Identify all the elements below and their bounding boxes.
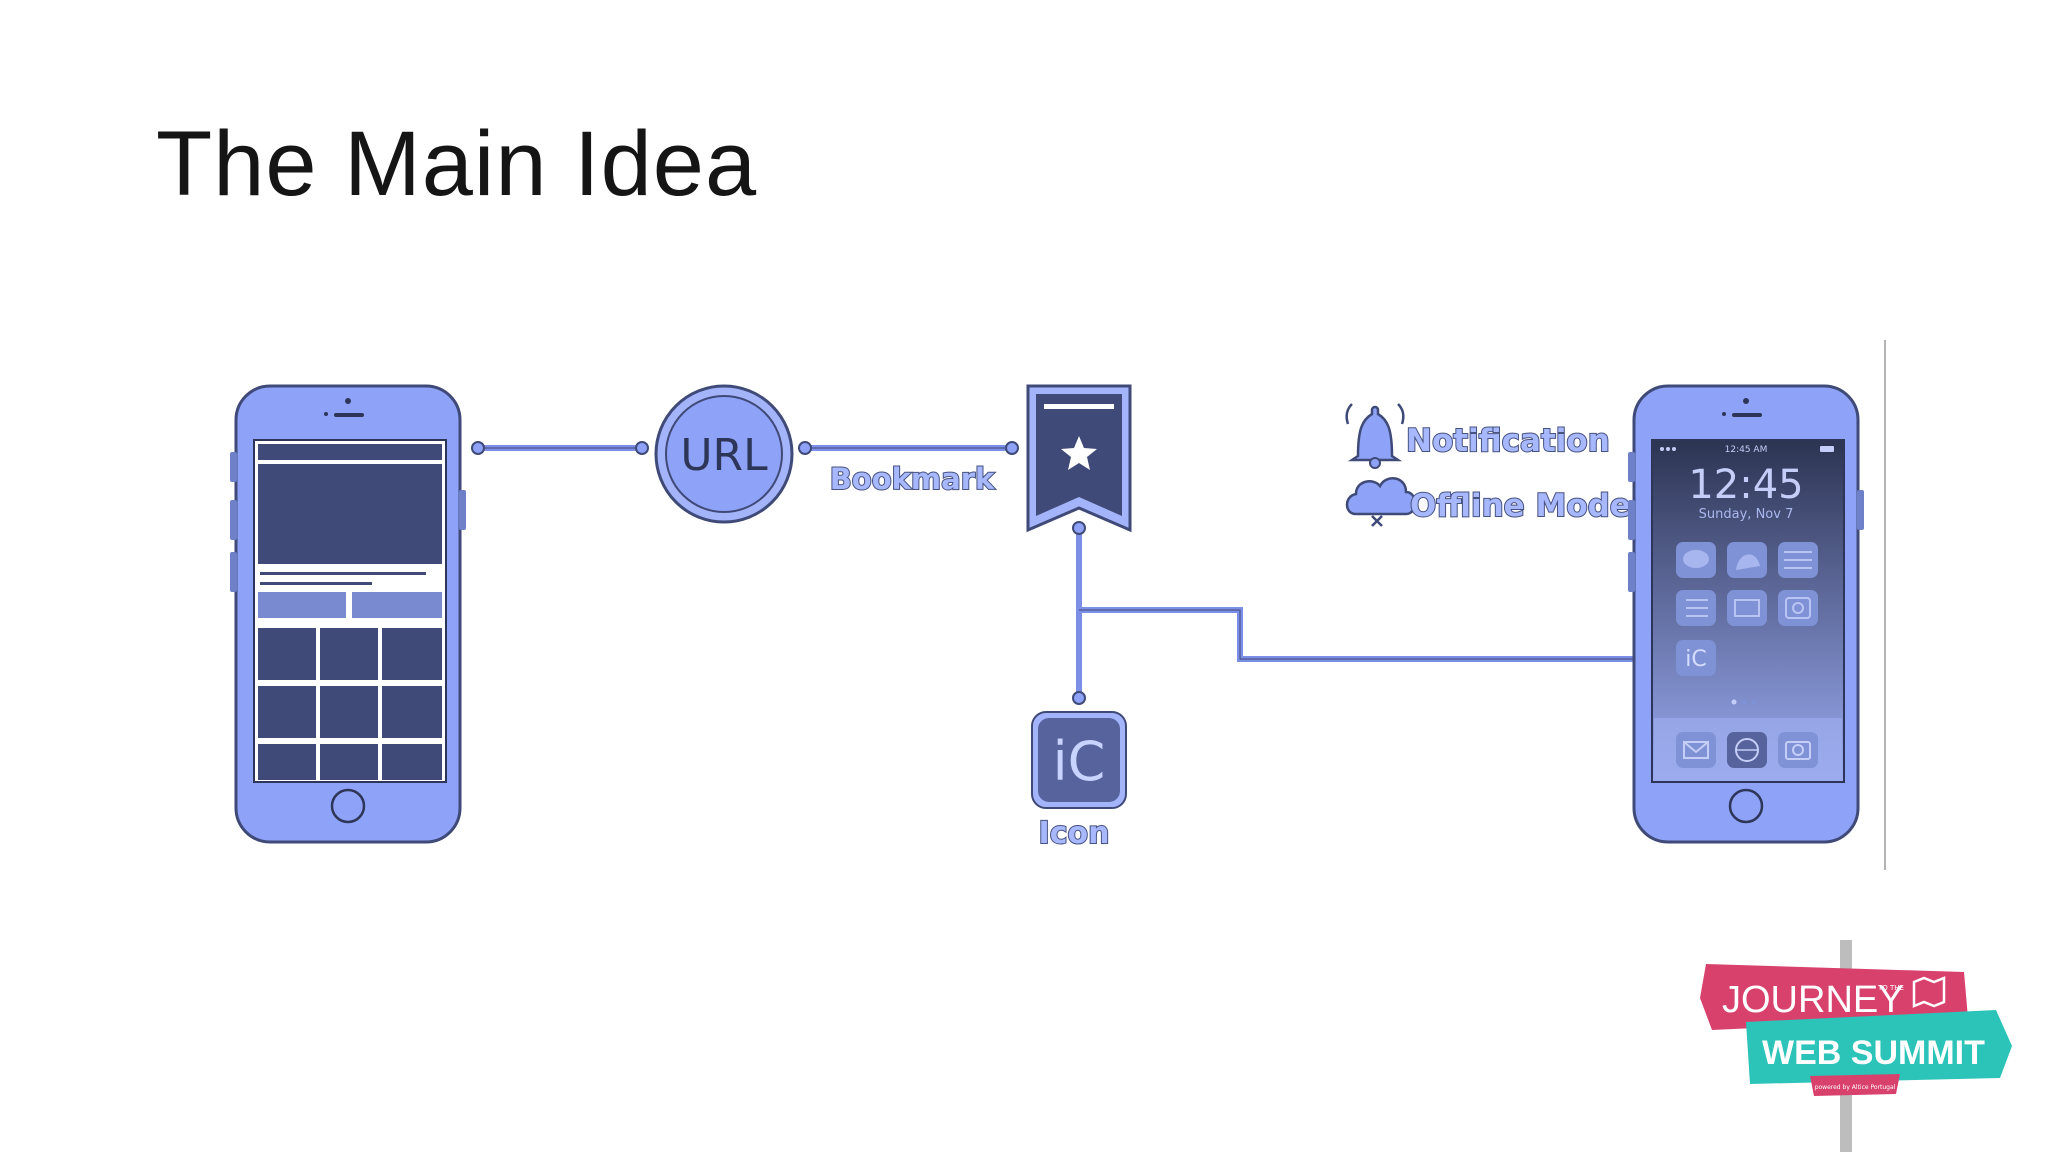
bookmark-icon [1026, 384, 1132, 533]
cloud-offline-icon [1345, 477, 1417, 527]
connector-phone-url [471, 441, 649, 455]
logo-web-summit: WEB SUMMIT [1762, 1034, 1985, 1072]
connector-bookmark-icon [1072, 521, 1673, 705]
offline-mode-label: Offline Mode [1410, 488, 1631, 524]
lockscreen-time: 12:45 [1688, 462, 1803, 508]
feature-notification: Notification [1345, 403, 1611, 469]
logo-tagline: powered by Altice Portugal [1815, 1084, 1896, 1091]
icon-label: Icon [1039, 816, 1110, 851]
home-icon-grid: iC [1676, 542, 1818, 676]
right-phone: 12:45 AM 12:45 Sunday, Nov 7 iC [1628, 384, 1864, 844]
logo-journey: JOURNEY [1722, 979, 1904, 1021]
lockscreen-date: Sunday, Nov 7 [1699, 507, 1794, 522]
status-time: 12:45 AM [1725, 445, 1768, 455]
notification-label: Notification [1406, 423, 1610, 459]
home-app-icon-letters: iC [1685, 647, 1706, 672]
url-node: URL [654, 384, 794, 524]
url-label: URL [680, 430, 768, 481]
slide-title: The Main Idea [156, 113, 758, 215]
dock-icons [1676, 732, 1818, 768]
bookmark-label: Bookmark [830, 462, 995, 496]
left-phone [230, 384, 466, 844]
connector-url-bookmark: Bookmark [798, 441, 1019, 497]
journey-web-summit-logo: JOURNEY TO THE WEB SUMMIT powered by Alt… [1700, 940, 2012, 1152]
feature-offline-mode: Offline Mode [1345, 477, 1632, 527]
logo-connector: TO THE [1877, 984, 1904, 992]
app-icon-letters: iC [1053, 730, 1106, 793]
map-icon [1912, 976, 1946, 1008]
bell-icon [1345, 403, 1405, 469]
app-icon: iC Icon [1031, 711, 1127, 852]
